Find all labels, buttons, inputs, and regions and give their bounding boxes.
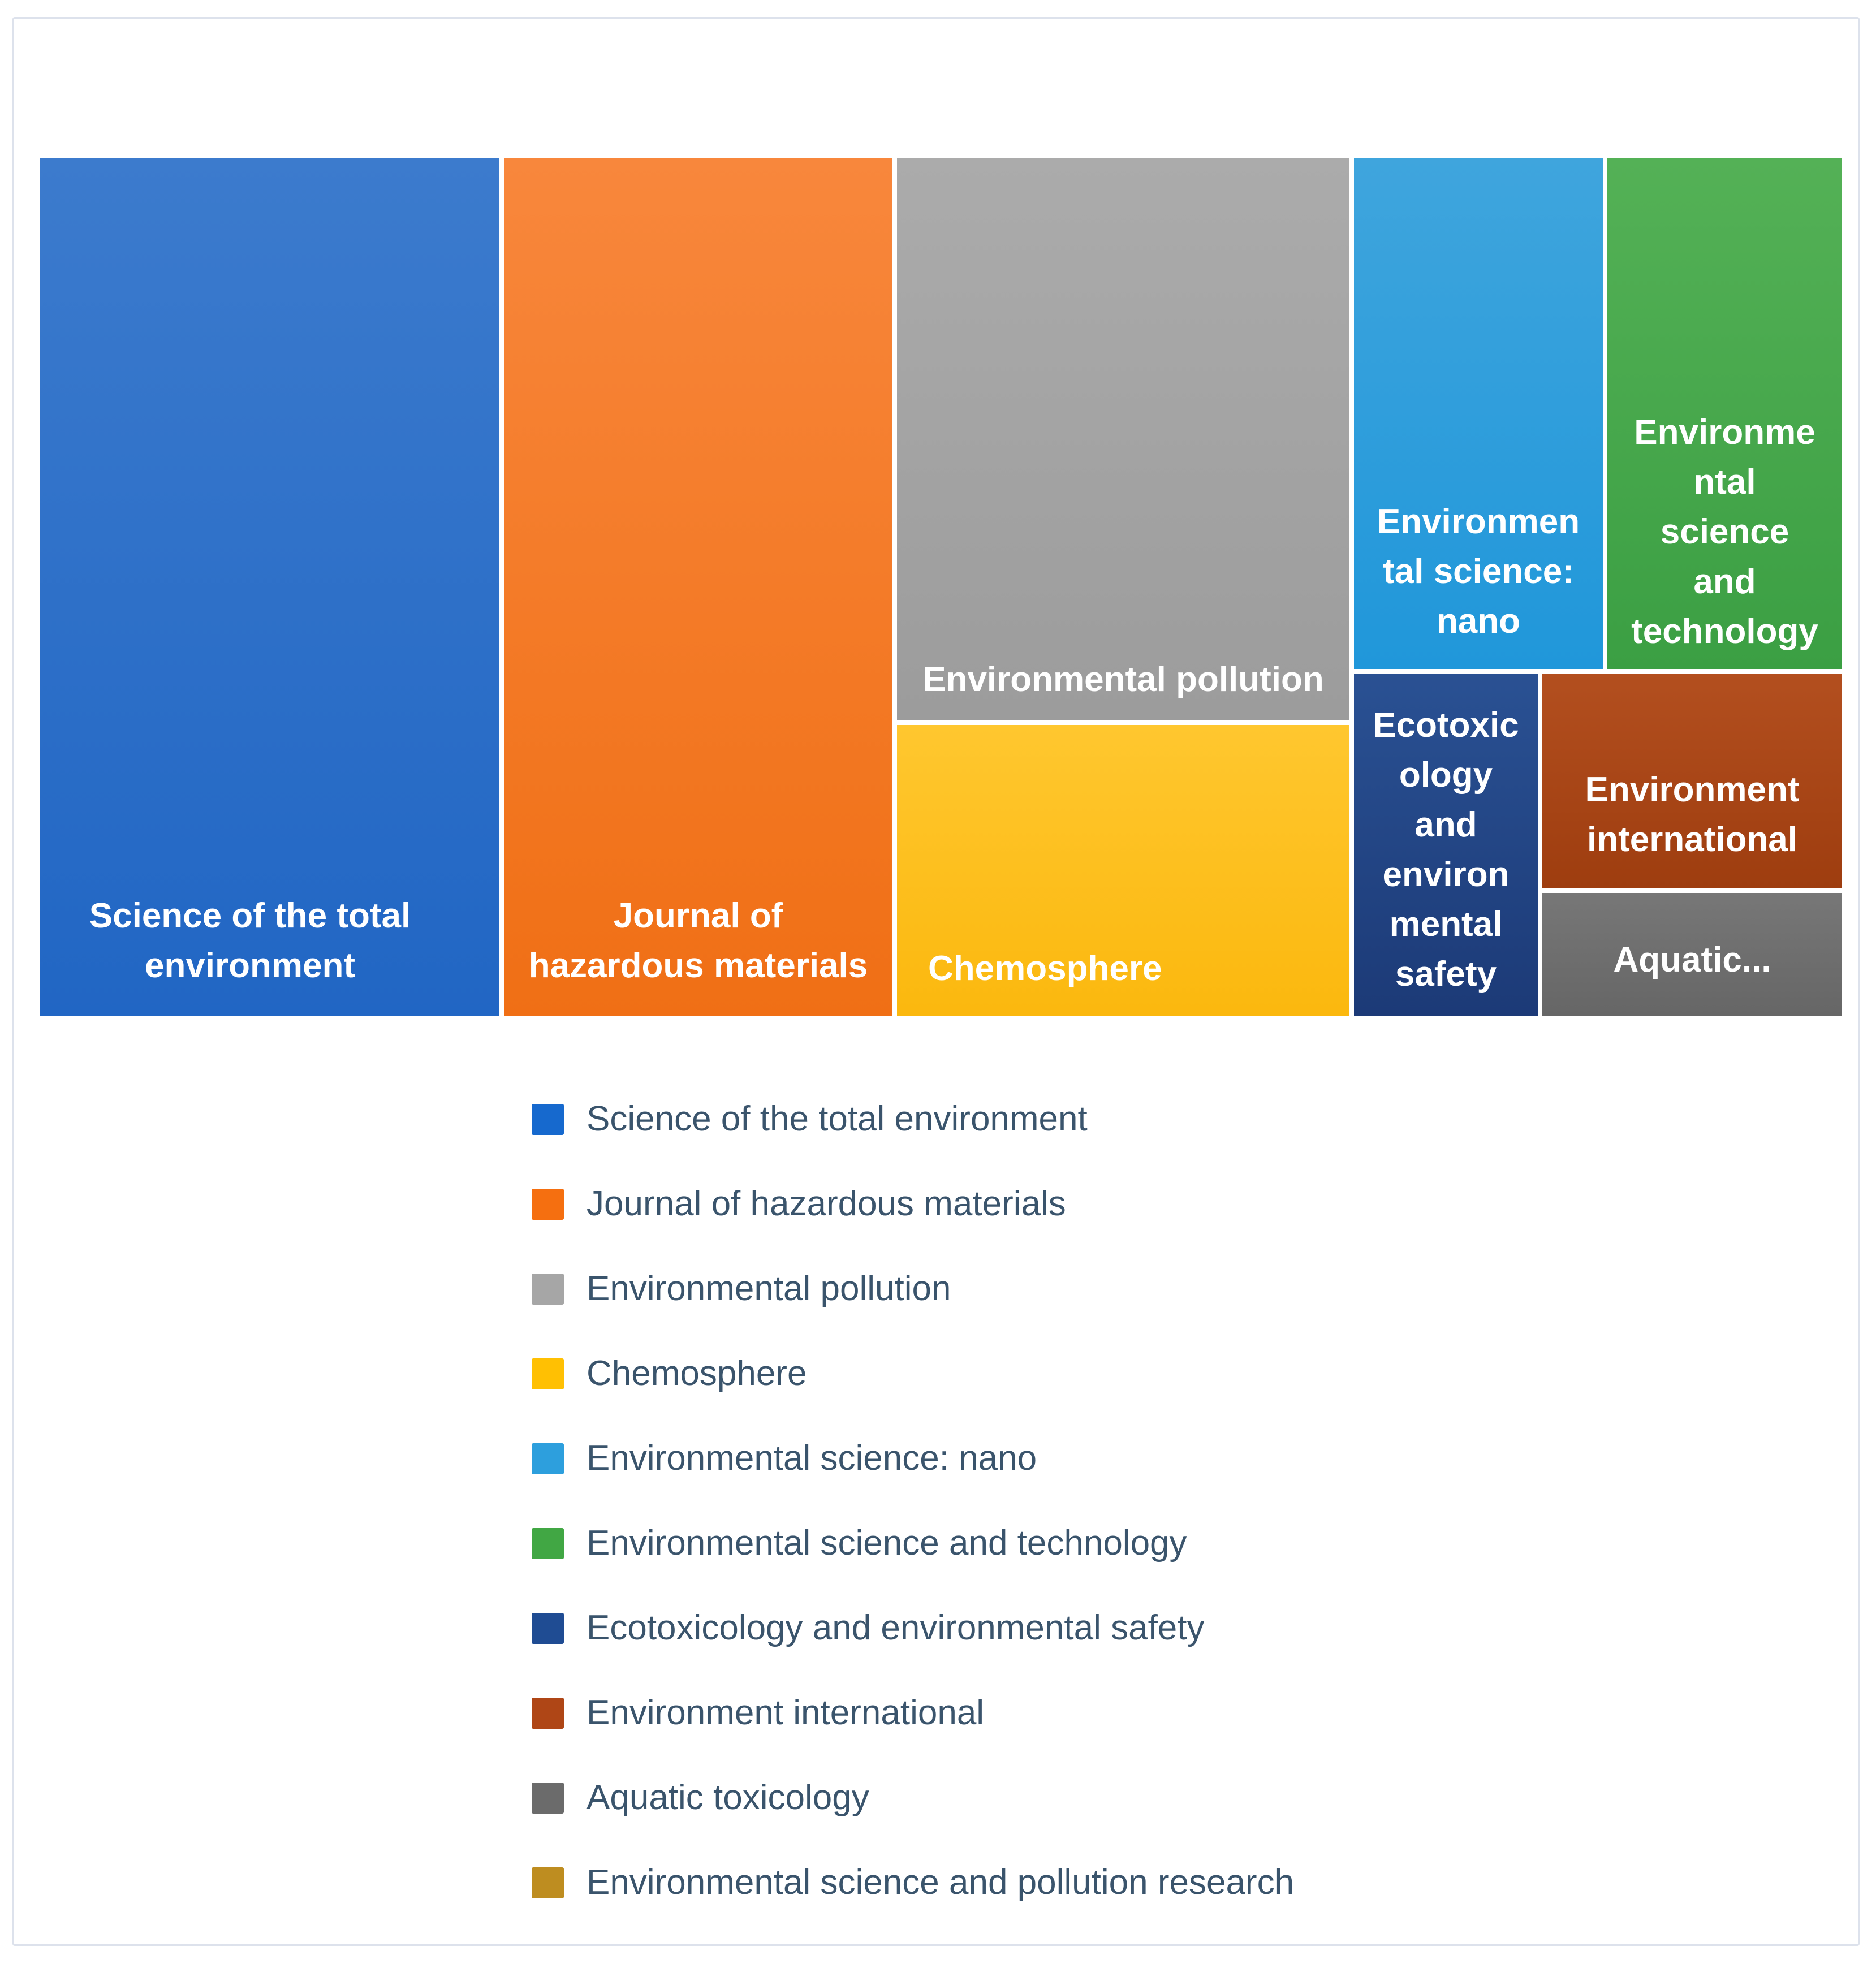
legend-swatch [532, 1103, 564, 1135]
legend-item-science-of-the-total-environment: Science of the total environment [532, 1099, 1294, 1140]
legend-label: Science of the total environment [586, 1099, 1088, 1138]
legend-item-environmental-science-and-technology: Environmental science and technology [532, 1523, 1294, 1564]
legend-swatch [532, 1782, 564, 1814]
legend-label: Environment international [586, 1693, 985, 1732]
legend-label: Journal of hazardous materials [586, 1184, 1066, 1223]
legend-item-environmental-science-nano: Environmental science: nano [532, 1438, 1294, 1479]
legend-item-environment-international: Environment international [532, 1693, 1294, 1733]
legend-swatch [532, 1443, 564, 1474]
figure-border: Science of the total environment Journal… [12, 17, 1860, 1946]
treemap-tile-aquatic-toxicology: Aquatic... [1542, 893, 1842, 1016]
legend-item-ecotoxicology-and-environmental-safety: Ecotoxicology and environmental safety [532, 1608, 1294, 1648]
legend-label: Chemosphere [586, 1354, 807, 1393]
legend-item-environmental-science-and-pollution-research: Environmental science and pollution rese… [532, 1862, 1294, 1903]
legend-swatch [532, 1612, 564, 1644]
legend-swatch [532, 1697, 564, 1729]
legend-label: Environmental science and technology [586, 1524, 1187, 1563]
tile-label: Environmental pollution [922, 659, 1324, 699]
tile-label: Journal of hazardous materials [528, 896, 868, 985]
legend-swatch [532, 1527, 564, 1559]
tile-label: Environmen tal science: nano [1377, 502, 1580, 641]
legend-item-aquatic-toxicology: Aquatic toxicology [532, 1777, 1294, 1818]
treemap-chart: Science of the total environment Journal… [40, 158, 1842, 1016]
treemap-tile-chemosphere: Chemosphere [897, 725, 1349, 1016]
treemap-tile-environmental-science-and-technology: Environme ntal science and technology [1607, 158, 1842, 669]
legend-swatch [532, 1188, 564, 1220]
legend-item-journal-of-hazardous-materials: Journal of hazardous materials [532, 1184, 1294, 1224]
treemap-tile-science-of-the-total-environment: Science of the total environment [40, 158, 499, 1016]
tile-label: Environme ntal science and technology [1631, 412, 1818, 651]
treemap-tile-ecotoxicology-and-environmental-safety: Ecotoxic ology and environ mental safety [1354, 674, 1538, 1016]
legend-label: Environmental science and pollution rese… [586, 1863, 1295, 1902]
tile-label: Aquatic... [1613, 940, 1771, 979]
treemap-tile-journal-of-hazardous-materials: Journal of hazardous materials [504, 158, 892, 1016]
legend-label: Environmental pollution [586, 1269, 951, 1308]
legend-swatch [532, 1273, 564, 1305]
legend-item-environmental-pollution: Environmental pollution [532, 1268, 1294, 1309]
tile-label: Science of the total environment [89, 896, 411, 985]
treemap-tile-environment-international: Environment international [1542, 674, 1842, 888]
legend-swatch [532, 1867, 564, 1898]
treemap-tile-environmental-pollution: Environmental pollution [897, 158, 1349, 720]
tile-label: Ecotoxic ology and environ mental safety [1373, 705, 1519, 994]
legend-swatch [532, 1358, 564, 1389]
legend: Science of the total environment Journal… [532, 1099, 1294, 1947]
tile-label: Environment international [1585, 770, 1800, 859]
treemap-tile-environmental-science-nano: Environmen tal science: nano [1354, 158, 1603, 669]
legend-item-chemosphere: Chemosphere [532, 1353, 1294, 1394]
legend-label: Aquatic toxicology [586, 1778, 869, 1817]
legend-label: Environmental science: nano [586, 1439, 1037, 1478]
tile-label: Chemosphere [928, 948, 1162, 988]
legend-label: Ecotoxicology and environmental safety [586, 1608, 1205, 1647]
